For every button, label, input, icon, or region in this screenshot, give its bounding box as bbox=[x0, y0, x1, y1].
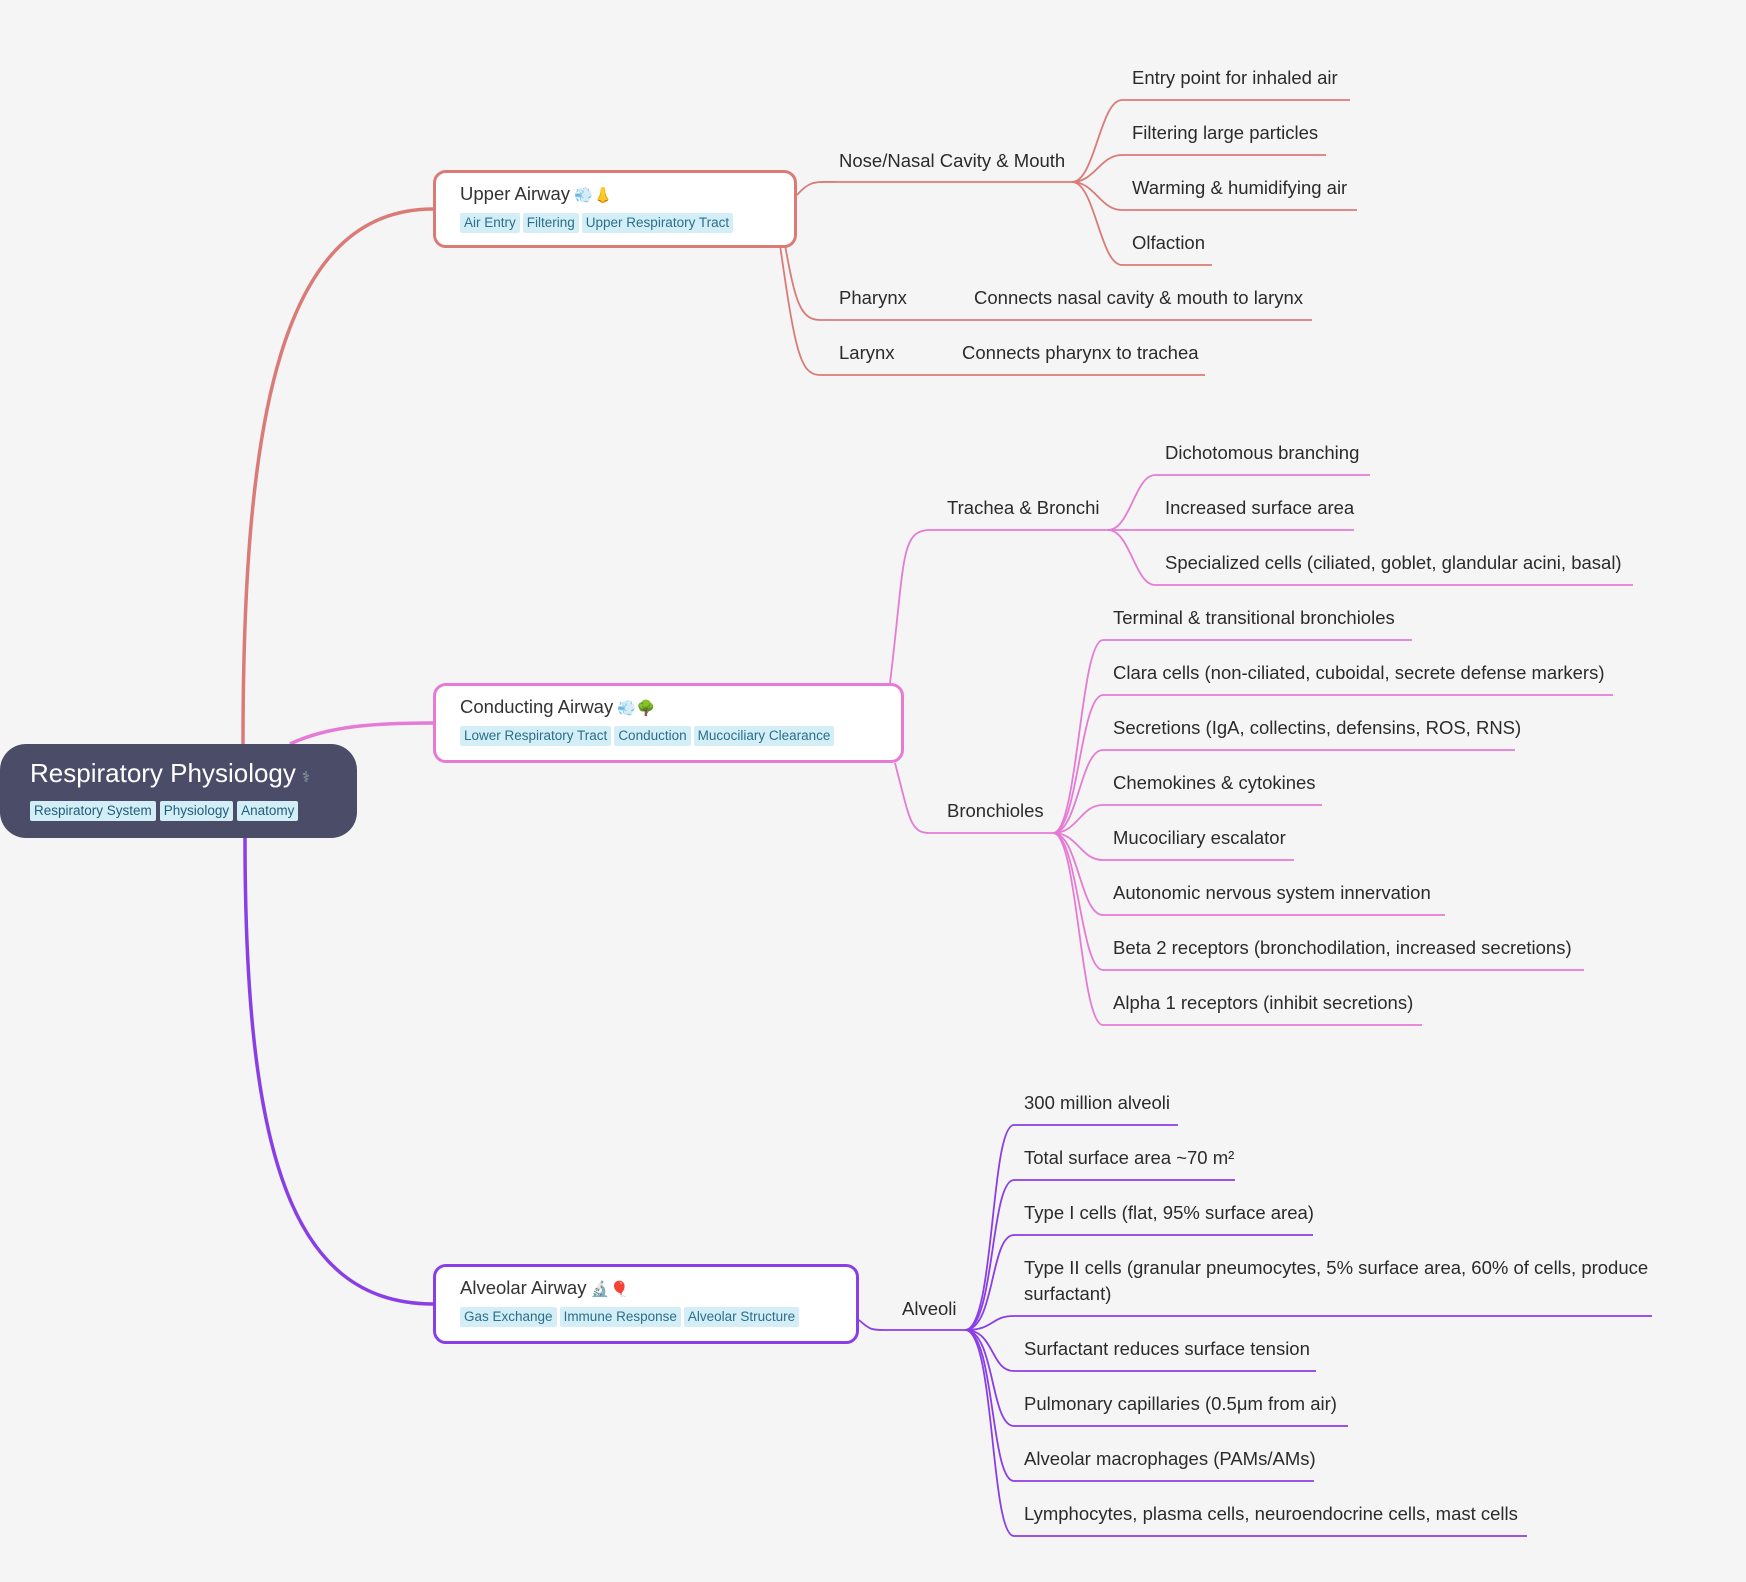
root-connector bbox=[289, 721, 434, 746]
leaf-item[interactable]: 300 million alveoli bbox=[1024, 1092, 1171, 1113]
leaf-item[interactable]: Warming & humidifying air bbox=[1132, 177, 1348, 198]
microscope-balloon-icons: 🔬🎈 bbox=[590, 1281, 630, 1298]
leaf-item[interactable]: Lymphocytes, plasma cells, neuroendocrin… bbox=[1024, 1503, 1518, 1524]
tag: Upper Respiratory Tract bbox=[581, 213, 734, 233]
topic-title: Alveolar Airway bbox=[460, 1277, 587, 1298]
tag: Air Entry bbox=[460, 213, 520, 233]
wind-tree-icons: 💨🌳 bbox=[617, 700, 657, 717]
leaf-connector bbox=[964, 1329, 1316, 1372]
tag: Gas Exchange bbox=[460, 1307, 557, 1327]
leaf-connector bbox=[1071, 154, 1326, 183]
leaf-connector bbox=[964, 1179, 1235, 1331]
subtopic-bronchioles[interactable]: Bronchioles bbox=[947, 800, 1044, 821]
subtopic-connector bbox=[894, 762, 1053, 834]
subtopic-connector bbox=[858, 1319, 965, 1331]
subtopic-connector bbox=[784, 244, 839, 321]
topic-conducting-airway[interactable]: Conducting Airway💨🌳 Lower Respiratory Tr… bbox=[433, 683, 904, 763]
leaf-item[interactable]: Connects nasal cavity & mouth to larynx bbox=[974, 287, 1304, 308]
leaf-connector bbox=[1052, 639, 1412, 834]
leaf-item[interactable]: Pulmonary capillaries (0.5μm from air) bbox=[1024, 1393, 1337, 1414]
tag: Physiology bbox=[159, 801, 234, 821]
tag: Anatomy bbox=[237, 801, 299, 821]
leaf-connector bbox=[1052, 832, 1445, 916]
leaf-connector bbox=[1052, 749, 1515, 834]
leaf-item[interactable]: Dichotomous branching bbox=[1165, 442, 1360, 463]
leaf-item[interactable]: Increased surface area bbox=[1165, 497, 1355, 518]
subtopic-connector bbox=[779, 244, 839, 376]
leaf-connector bbox=[1071, 99, 1350, 183]
subtopic-nose-mouth[interactable]: Nose/Nasal Cavity & Mouth bbox=[839, 150, 1066, 171]
leaf-connector bbox=[1071, 181, 1357, 211]
tag: Immune Response bbox=[559, 1307, 681, 1327]
tag: Mucociliary Clearance bbox=[693, 726, 835, 746]
root-connector bbox=[241, 207, 434, 745]
leaf-item[interactable]: Chemokines & cytokines bbox=[1113, 772, 1316, 793]
leaf-item[interactable]: Surfactant reduces surface tension bbox=[1024, 1338, 1310, 1359]
leaf-item[interactable]: Autonomic nervous system innervation bbox=[1113, 882, 1431, 903]
leaf-connector bbox=[1052, 832, 1294, 861]
leaf-item[interactable]: Alveolar macrophages (PAMs/AMs) bbox=[1024, 1448, 1316, 1469]
leaf-item[interactable]: Type II cells (granular pneumocytes, 5% … bbox=[1024, 1257, 1649, 1304]
leaf-connector bbox=[964, 1329, 1348, 1427]
topic-title: Conducting Airway bbox=[460, 696, 614, 717]
leaf-connector bbox=[1107, 529, 1633, 586]
leaf-item[interactable]: Mucociliary escalator bbox=[1113, 827, 1286, 848]
leaf-connector bbox=[964, 1329, 1314, 1482]
leaf-connector bbox=[1052, 804, 1322, 834]
subtopic-larynx[interactable]: Larynx bbox=[839, 342, 895, 363]
leaf-item[interactable]: Total surface area ~70 m² bbox=[1024, 1147, 1235, 1168]
tag: Alveolar Structure bbox=[683, 1307, 800, 1327]
subtopic-pharynx[interactable]: Pharynx bbox=[839, 287, 907, 308]
wind-nose-icons: 💨👃 bbox=[574, 187, 614, 204]
leaf-item[interactable]: Specialized cells (ciliated, goblet, gla… bbox=[1165, 552, 1622, 573]
root-title: Respiratory Physiology bbox=[30, 758, 296, 788]
leaf-connector bbox=[964, 1329, 1527, 1537]
tag: Conduction bbox=[614, 726, 691, 746]
subtopic-connector bbox=[889, 529, 1108, 684]
medical-symbol-icon: ⚕ bbox=[301, 769, 311, 786]
tag: Respiratory System bbox=[30, 801, 156, 821]
subtopic-connector bbox=[796, 181, 1072, 196]
tag: Lower Respiratory Tract bbox=[460, 726, 612, 746]
leaf-item[interactable]: Type I cells (flat, 95% surface area) bbox=[1024, 1202, 1314, 1223]
leaf-connector bbox=[1052, 832, 1584, 971]
topic-title: Upper Airway bbox=[460, 183, 571, 204]
leaf-item[interactable]: Secretions (IgA, collectins, defensins, … bbox=[1113, 717, 1522, 738]
subtopic-alveoli[interactable]: Alveoli bbox=[902, 1298, 957, 1319]
leaf-item[interactable]: Alpha 1 receptors (inhibit secretions) bbox=[1113, 992, 1414, 1013]
leaf-item[interactable]: Filtering large particles bbox=[1132, 122, 1319, 143]
tag: Filtering bbox=[522, 213, 579, 233]
leaf-connector bbox=[1052, 694, 1613, 834]
leaf-item[interactable]: Clara cells (non-ciliated, cuboidal, sec… bbox=[1113, 662, 1605, 683]
leaf-connector bbox=[964, 1234, 1313, 1331]
leaf-item[interactable]: Connects pharynx to trachea bbox=[962, 342, 1199, 363]
subtopic-trachea-bronchi[interactable]: Trachea & Bronchi bbox=[947, 497, 1100, 518]
leaf-connector bbox=[1071, 181, 1212, 266]
root-connector bbox=[243, 837, 434, 1306]
leaf-item[interactable]: Entry point for inhaled air bbox=[1132, 67, 1338, 88]
root-topic[interactable]: Respiratory Physiology ⚕ Respiratory Syst… bbox=[0, 744, 357, 838]
leaf-connector bbox=[1107, 474, 1370, 531]
leaf-connector bbox=[964, 1315, 1652, 1331]
leaf-item[interactable]: Terminal & transitional bronchioles bbox=[1113, 607, 1395, 628]
leaf-item[interactable]: Olfaction bbox=[1132, 232, 1206, 253]
leaf-connector bbox=[964, 1124, 1178, 1331]
leaf-item[interactable]: Beta 2 receptors (bronchodilation, incre… bbox=[1113, 937, 1572, 958]
leaf-connector bbox=[1052, 832, 1422, 1026]
